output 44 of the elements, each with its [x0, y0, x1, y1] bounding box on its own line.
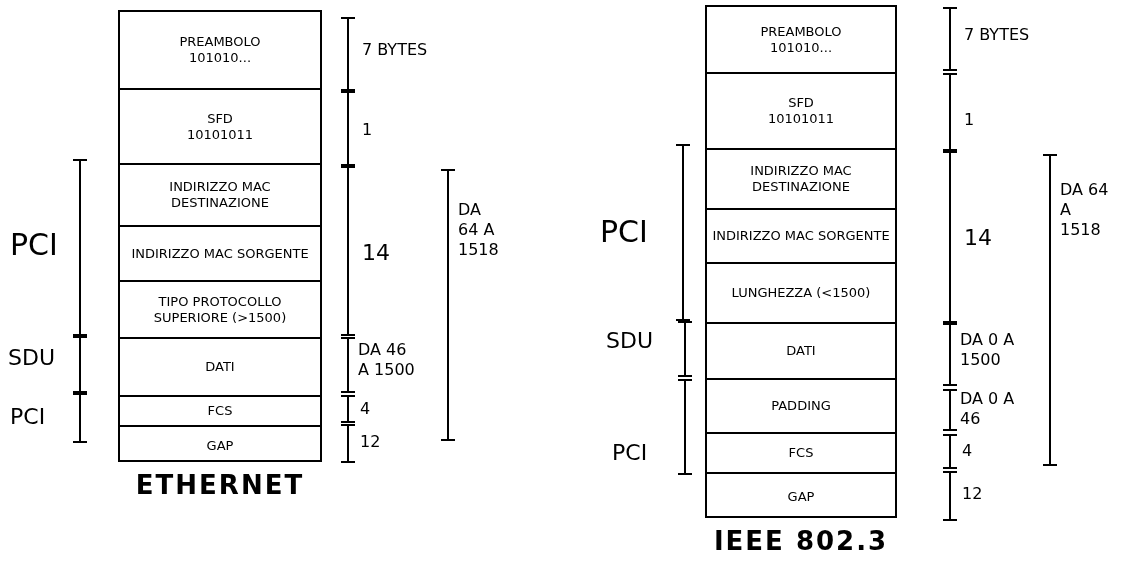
- dimension-label: DA 64 A 1518: [458, 200, 500, 260]
- dimension-label: DA 64 A 1518: [1060, 180, 1110, 240]
- dimension-label: DA 46 A 1500: [358, 340, 416, 380]
- field-label: LUNGHEZZA (<1500): [730, 285, 872, 301]
- field-label: PADDING: [770, 398, 832, 414]
- dimension-label: SDU: [606, 328, 654, 354]
- dimension-label: 4: [360, 399, 372, 419]
- field-label: FCS: [206, 403, 234, 419]
- dimension-label: 1: [362, 120, 374, 140]
- dimension-label: SDU: [8, 345, 56, 371]
- dimension-label: 14: [964, 225, 993, 251]
- field-label: GAP: [786, 489, 816, 505]
- field-label: PREAMBOLO: [178, 34, 262, 50]
- dimension-label: PCI: [600, 215, 649, 249]
- frame-caption: IEEE 802.3: [712, 526, 890, 556]
- dimension-label: 1: [964, 110, 976, 130]
- field-label: INDIRIZZO MAC DESTINAZIONE: [749, 163, 853, 195]
- dimension-label: 14: [362, 240, 391, 266]
- field-label: DATI: [204, 359, 236, 375]
- dimension-label: 12: [962, 484, 984, 504]
- field-label: GAP: [205, 437, 235, 454]
- field-label: PREAMBOLO: [759, 23, 843, 40]
- field-label: 10101011: [185, 126, 255, 143]
- dimension-label: 7 BYTES: [362, 40, 429, 60]
- dimension-label: DA 0 A 46: [960, 389, 1016, 429]
- field-label: 10101011: [766, 111, 836, 127]
- dimension-label: DA 0 A 1500: [960, 330, 1016, 370]
- dimension-label: 4: [962, 441, 974, 461]
- field-label: DATI: [785, 343, 817, 359]
- field-label: TIPO PROTOCOLLO SUPERIORE (>1500): [152, 293, 288, 326]
- dimension-label: PCI: [10, 404, 47, 430]
- frame-caption: ETHERNET: [134, 470, 306, 500]
- field-label: FCS: [787, 445, 815, 461]
- field-label: 101010...: [188, 50, 252, 66]
- field-label: SFD: [206, 110, 234, 127]
- dimension-label: 7 BYTES: [964, 25, 1031, 45]
- dimension-label: 12: [360, 432, 382, 452]
- field-label: INDIRIZZO MAC DESTINAZIONE: [168, 179, 272, 211]
- field-label: INDIRIZZO MAC SORGENTE: [711, 228, 891, 244]
- dimension-label: PCI: [10, 228, 59, 262]
- field-label: INDIRIZZO MAC SORGENTE: [130, 245, 310, 262]
- field-label: SFD: [787, 95, 815, 111]
- dimension-label: PCI: [612, 440, 649, 466]
- field-label: 101010...: [769, 39, 833, 56]
